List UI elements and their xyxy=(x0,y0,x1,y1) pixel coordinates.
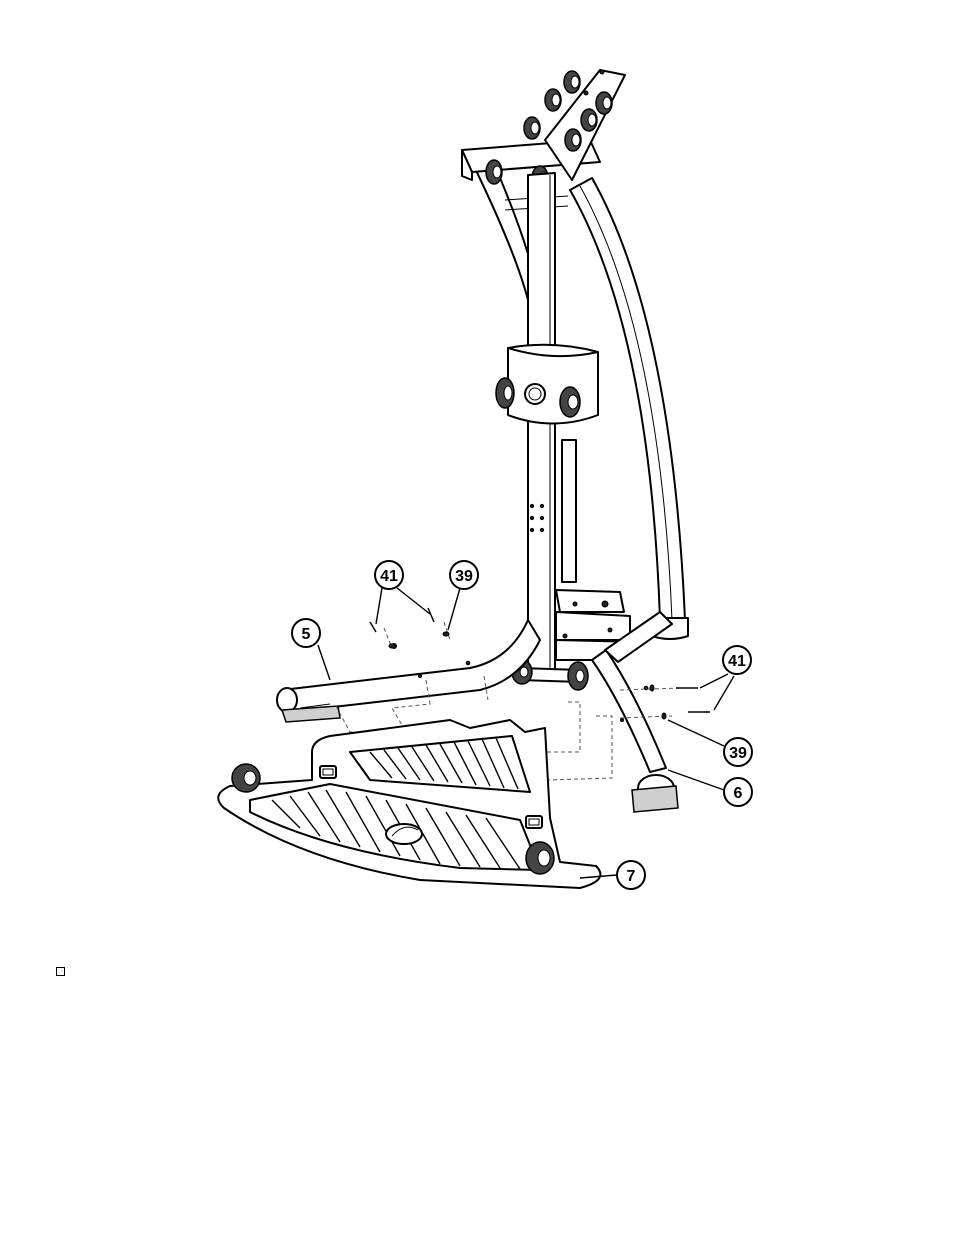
svg-text:39: 39 xyxy=(455,568,473,585)
callout-41-right: 41 xyxy=(723,646,751,674)
carriage-housing xyxy=(496,345,598,424)
svg-text:5: 5 xyxy=(302,626,311,643)
svg-text:39: 39 xyxy=(729,745,747,762)
svg-text:7: 7 xyxy=(627,868,636,885)
callout-41-left: 41 xyxy=(375,561,403,589)
callout-5: 5 xyxy=(292,619,320,647)
svg-text:6: 6 xyxy=(734,785,743,802)
callout-39-left: 39 xyxy=(450,561,478,589)
callout-6: 6 xyxy=(724,778,752,806)
svg-text:41: 41 xyxy=(728,653,746,670)
platform xyxy=(218,720,600,888)
svg-text:41: 41 xyxy=(380,568,398,585)
step-checkbox[interactable] xyxy=(56,967,65,976)
callout-7: 7 xyxy=(617,861,645,889)
callout-39-right: 39 xyxy=(724,738,752,766)
